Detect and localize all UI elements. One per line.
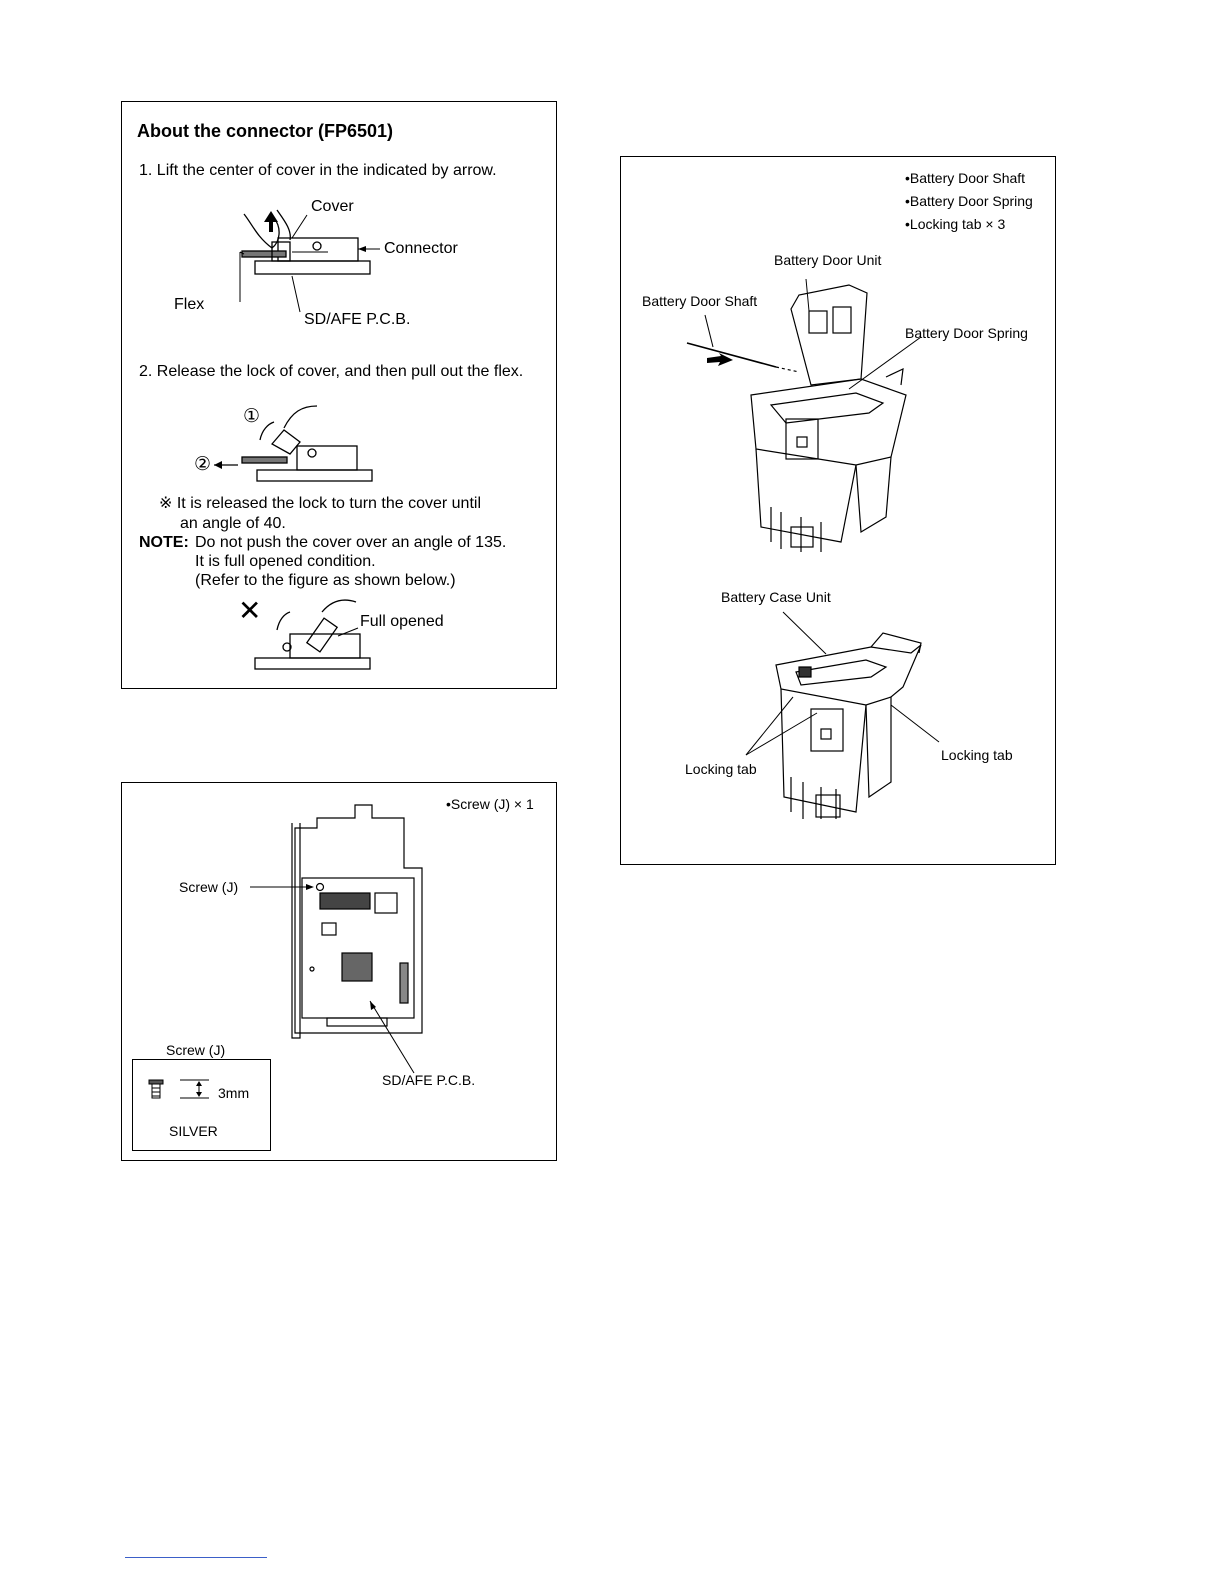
screw-legend-color: SILVER xyxy=(169,1123,218,1139)
marker-1: ① xyxy=(243,405,261,427)
label-sd-afe-pcb: SD/AFE P.C.B. xyxy=(382,1072,476,1088)
bullet-battery-door-spring: •Battery Door Spring xyxy=(905,193,1033,209)
battery-unit-illustrations xyxy=(686,278,940,819)
flex-cable-shape xyxy=(241,250,287,258)
pcb-board-shape xyxy=(254,260,371,275)
label-full-opened: Full opened xyxy=(360,613,444,630)
label-sd-afe-pcb: SD/AFE P.C.B. xyxy=(304,311,411,328)
pcb-leader-line xyxy=(369,1000,415,1074)
screw-legend: 3mm SILVER xyxy=(132,1059,271,1151)
battery-lower-leaders xyxy=(745,611,940,756)
screw-icon xyxy=(148,1079,209,1099)
battery-door-unit-drawing xyxy=(686,284,907,552)
battery-door-shaft-shape xyxy=(686,342,777,368)
locking-tab-shape xyxy=(798,666,812,678)
cross-icon: ✕ xyxy=(238,594,262,627)
note-line-3: (Refer to the figure as shown below.) xyxy=(195,572,456,589)
label-locking-tab-left: Locking tab xyxy=(685,761,757,777)
note-release-line-2: an angle of 40. xyxy=(180,515,286,532)
board-frame-shape xyxy=(294,804,423,1034)
label-battery-door-shaft: Battery Door Shaft xyxy=(642,293,758,309)
bullet-battery-door-shaft: •Battery Door Shaft xyxy=(905,170,1026,186)
footer-rule xyxy=(125,1557,267,1558)
connector-release-figure xyxy=(241,405,373,482)
door-lid-shape xyxy=(790,284,868,386)
connector-lift-leaders xyxy=(239,214,380,313)
label-cover: Cover xyxy=(311,198,354,215)
label-connector: Connector xyxy=(384,240,458,257)
label-battery-door-unit: Battery Door Unit xyxy=(774,252,882,268)
battery-door-panel: •Battery Door Shaft •Battery Door Spring… xyxy=(620,156,1056,865)
case-top-shape xyxy=(775,644,922,706)
finger-shape xyxy=(321,599,357,613)
note-release-line-1: ※ It is released the lock to turn the co… xyxy=(159,495,482,512)
cover-tilted-shape xyxy=(270,429,301,455)
chip-shape xyxy=(319,892,371,910)
cover-shape xyxy=(271,241,291,262)
connector-lift-figure xyxy=(241,209,371,275)
connector-panel-title: About the connector (FP6501) xyxy=(137,121,394,141)
connector-illustrations xyxy=(214,209,380,670)
finger-shape xyxy=(283,405,318,429)
battery-upper-leaders xyxy=(704,278,922,390)
label-flex: Flex xyxy=(174,296,205,313)
case-top-shape xyxy=(750,378,907,466)
connector-step-2: 2. Release the lock of cover, and then p… xyxy=(139,363,524,380)
note-line-2: It is full opened condition. xyxy=(195,553,376,570)
pull-arrow-icon xyxy=(214,461,222,469)
label-battery-case-unit: Battery Case Unit xyxy=(721,589,831,605)
screw-count-bullet: •Screw (J) × 1 xyxy=(446,796,534,812)
note-label: NOTE: xyxy=(139,534,189,551)
screw-removal-panel: •Screw (J) × 1 Screw (J) SD/AFE P.C.B. S… xyxy=(121,782,557,1161)
connector-full-opened-figure xyxy=(254,599,371,670)
connector-step-1: 1. Lift the center of cover in the indic… xyxy=(139,162,497,179)
bullet-locking-tab: •Locking tab × 3 xyxy=(905,216,1006,232)
screw-legend-title: Screw (J) xyxy=(166,1042,226,1058)
screw-hole-shape xyxy=(315,882,325,892)
screw-legend-size: 3mm xyxy=(218,1085,250,1101)
note-line-1: Do not push the cover over an angle of 1… xyxy=(195,534,507,551)
connector-instructions-panel: About the connector (FP6501) 1. Lift the… xyxy=(121,101,557,689)
sd-afe-board-illustration xyxy=(250,804,423,1074)
lift-arrow-icon xyxy=(264,211,278,232)
shaft-insert-arrow-icon xyxy=(707,353,733,366)
marker-2: ② xyxy=(194,453,212,475)
processor-shape xyxy=(341,952,373,982)
battery-case-unit-drawing xyxy=(775,632,922,819)
label-screw-j: Screw (J) xyxy=(179,879,239,895)
cover-opened-shape xyxy=(305,617,339,653)
label-battery-door-spring: Battery Door Spring xyxy=(905,325,1028,341)
label-locking-tab-right: Locking tab xyxy=(941,747,1013,763)
